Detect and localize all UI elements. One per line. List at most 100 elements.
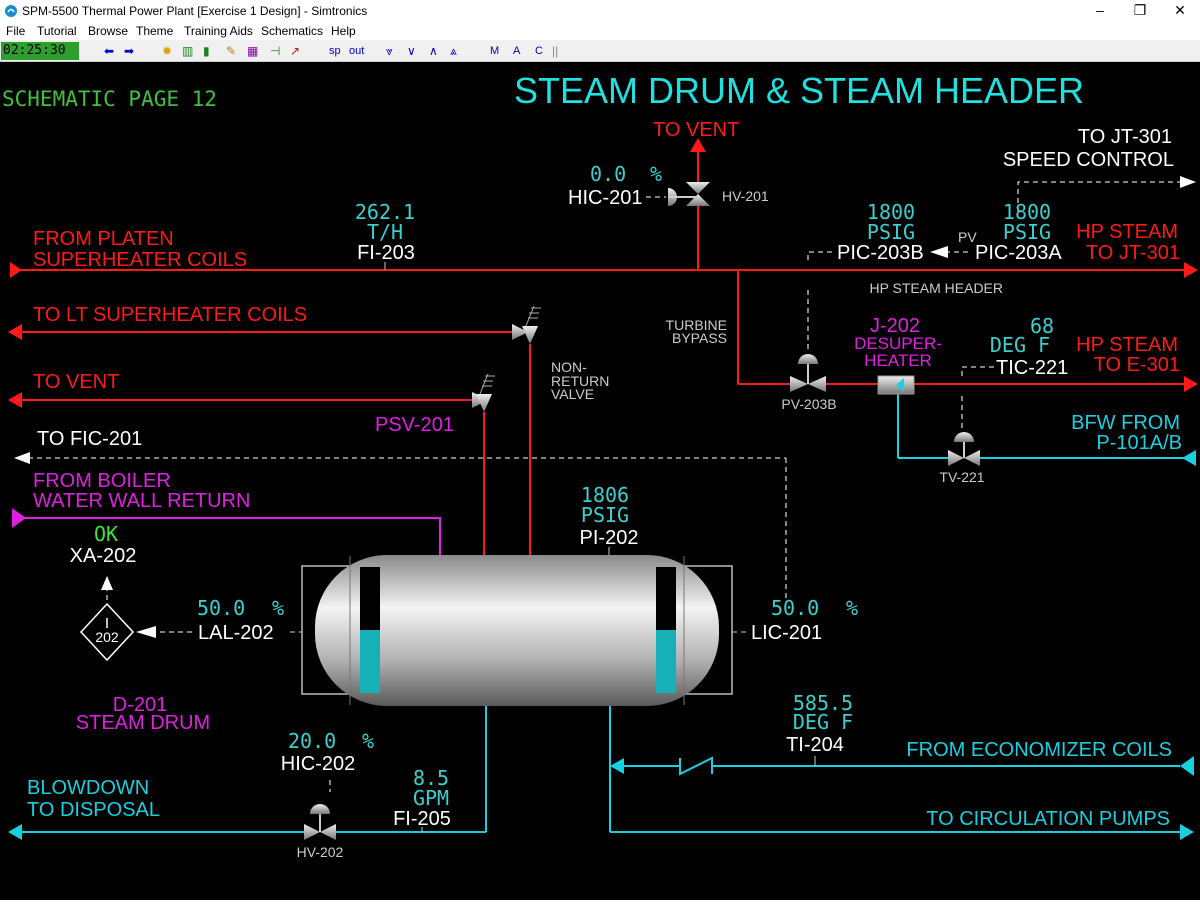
down-icon[interactable]: ∨ (407, 44, 416, 58)
pic203a-tag: PIC-203A (975, 242, 1062, 264)
turbine-bypass-label-2: BYPASS (672, 330, 727, 346)
xa202-instrument[interactable]: OK XA-202 (70, 522, 137, 567)
close-button[interactable]: ✕ (1174, 2, 1186, 18)
blowdown-label-2: TO DISPOSAL (27, 799, 160, 821)
psv201-valve-icon (472, 373, 495, 412)
drum-level-fill-left (360, 630, 380, 693)
xa202-symbol-label: 202 (95, 629, 119, 645)
lal202-value: 50.0 (197, 596, 245, 620)
ti204-unit: DEG F (793, 710, 853, 734)
menu-file[interactable]: File (6, 24, 26, 38)
fi203-value: 262.1 (355, 200, 415, 224)
pencil-icon[interactable]: ✎ (226, 44, 237, 58)
menu-tutorial[interactable]: Tutorial (37, 24, 77, 38)
tic221-instrument[interactable]: 68 DEG F TIC-221 (990, 314, 1068, 379)
window-titlebar: SPM-5500 Thermal Power Plant [Exercise 1… (0, 0, 1200, 22)
tv221-label: TV-221 (939, 469, 984, 485)
lic201-value: 50.0 (771, 596, 819, 620)
app-logo-icon (5, 5, 17, 17)
hp-steam-e-label-2: TO E-301 (1094, 354, 1180, 376)
boiler-return-line (20, 517, 441, 555)
auto-button[interactable]: A (513, 45, 521, 57)
xa202-alarm-symbol[interactable]: 202 (79, 602, 135, 662)
pv-label: PV (958, 229, 977, 245)
up-icon[interactable]: ∧ (429, 44, 438, 58)
toolbar: 02:25:30 ⬅ ➡ ✹ ▥ ▮ ✎ ▦ ⊣ ↗ sp out ⩔ ∨ ∧ … (0, 40, 1200, 62)
line-chart-icon[interactable]: ↗ (290, 44, 301, 58)
tic221-value: 68 (1030, 314, 1054, 338)
to-lt-sh-label: TO LT SUPERHEATER COILS (33, 304, 307, 326)
lal202-unit: % (272, 596, 284, 620)
boiler-return-arrow-icon (12, 508, 26, 528)
double-up-icon[interactable]: ⩓ (450, 44, 457, 58)
menu-help[interactable]: Help (331, 24, 356, 38)
back-arrow-icon[interactable]: ⬅ (104, 44, 115, 58)
hv201-label: HV-201 (722, 188, 769, 204)
menu-bar: File Tutorial Browse Theme Training Aids… (0, 22, 1200, 40)
from-economizer-label: FROM ECONOMIZER COILS (906, 739, 1172, 761)
lal202-tag: LAL-202 (198, 622, 274, 644)
grid-icon[interactable]: ▦ (247, 44, 259, 58)
tree-icon[interactable]: ⊣ (270, 44, 281, 58)
ti204-instrument[interactable]: 585.5 DEG F TI-204 (786, 691, 853, 766)
hic201-instrument[interactable]: 0.0 % HIC-201 (568, 162, 662, 209)
cascade-button[interactable]: C (535, 45, 543, 57)
sun-icon[interactable]: ✹ (162, 44, 173, 58)
pi202-instrument[interactable]: 1806 PSIG PI-202 (580, 483, 639, 555)
lal202-instrument[interactable]: 50.0 % LAL-202 (197, 596, 284, 644)
drum-level-fill-right (656, 630, 676, 693)
manual-button[interactable]: M (490, 45, 500, 57)
psv201-label: PSV-201 (375, 414, 454, 436)
non-return-label-2: RETURN (551, 373, 609, 389)
forward-arrow-icon[interactable]: ➡ (124, 44, 135, 58)
pic203b-value: 1800 (867, 200, 915, 224)
non-return-label-1: NON- (551, 359, 587, 375)
trend-bars-icon[interactable]: ▥ (182, 44, 194, 58)
d201-label-2: STEAM DRUM (76, 712, 210, 734)
j202-label-1: J-202 (870, 315, 920, 337)
pv203b-valve-icon[interactable] (790, 354, 826, 392)
hv201-valve-icon[interactable] (668, 182, 710, 206)
to-jt301-label-1: TO JT-301 (1078, 126, 1172, 148)
hp-steam-e-label-1: HP STEAM (1076, 334, 1178, 356)
fi203-instrument[interactable]: 262.1 T/H FI-203 (355, 200, 415, 270)
double-down-icon[interactable]: ⩔ (386, 44, 393, 58)
lic201-instrument[interactable]: 50.0 % LIC-201 (751, 596, 858, 644)
pic203a-instrument[interactable]: 1800 PSIG PIC-203A (975, 200, 1062, 264)
output-button[interactable]: out (349, 45, 365, 57)
hp-steam-jt-label-2: TO JT-301 (1086, 242, 1180, 264)
setpoint-button[interactable]: sp (329, 45, 341, 57)
hic201-unit: % (650, 162, 662, 186)
minimize-button[interactable]: – (1096, 2, 1104, 18)
pic203b-tag: PIC-203B (837, 242, 924, 264)
blowdown-label-1: BLOWDOWN (27, 777, 149, 799)
steam-arrows (8, 138, 1198, 408)
menu-training-aids[interactable]: Training Aids (184, 24, 253, 38)
menu-schematics[interactable]: Schematics (261, 24, 324, 38)
toolbar-separator: || (552, 44, 559, 58)
fi205-instrument[interactable]: 8.5 GPM FI-205 (393, 766, 451, 832)
menu-theme[interactable]: Theme (136, 24, 174, 38)
j202-label-2: DESUPER- (854, 334, 942, 353)
from-platen-label-1: FROM PLATEN (33, 228, 174, 250)
hic202-tag: HIC-202 (281, 753, 355, 775)
menu-browse[interactable]: Browse (88, 24, 129, 38)
pic203b-instrument[interactable]: 1800 PSIG PIC-203B (837, 200, 924, 264)
hic202-instrument[interactable]: 20.0 % HIC-202 (281, 729, 374, 775)
hv202-valve-label: HV-202 (297, 844, 344, 860)
tv221-valve-icon[interactable] (948, 432, 980, 466)
jt301-signal-arrow-icon (1180, 176, 1196, 188)
d201-label-1: D-201 (113, 694, 167, 716)
sim-clock: 02:25:30 (1, 42, 79, 60)
steam-lines (14, 150, 1184, 555)
bar-chart-icon[interactable]: ▮ (203, 44, 210, 58)
from-boiler-label-1: FROM BOILER (33, 470, 171, 492)
water-arrows (8, 450, 1196, 840)
hv202-valve-icon[interactable] (304, 804, 336, 840)
to-fic201-label: TO FIC-201 (37, 428, 142, 450)
turbine-bypass-label-1: TURBINE (666, 317, 727, 333)
page-label: SCHEMATIC PAGE 12 (2, 87, 217, 111)
hp-steam-jt-label-1: HP STEAM (1076, 221, 1178, 243)
restore-button[interactable]: ❐ (1133, 2, 1147, 18)
non-return-label-3: VALVE (551, 386, 594, 402)
